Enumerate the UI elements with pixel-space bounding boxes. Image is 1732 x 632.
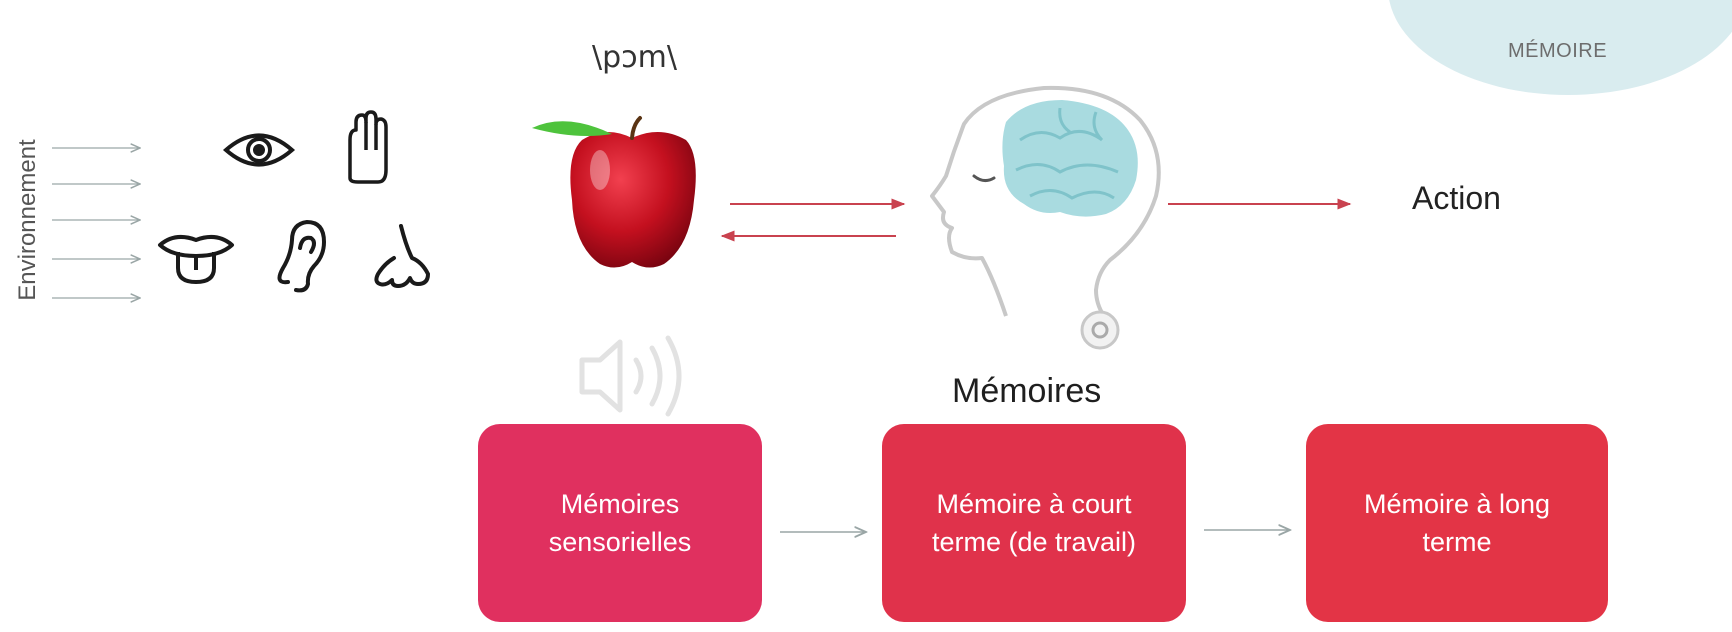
action-label: Action [1412,180,1501,216]
eye-icon [222,133,296,167]
apple-head-arrows [720,198,906,242]
long-term-memory-box: Mémoire à long terme [1306,424,1608,622]
sensory-memory-line2: sensorielles [548,527,692,557]
sensory-memory-line1: Mémoires [560,488,680,519]
memoire-badge-label: MÉMOIRE [1508,40,1608,62]
hand-icon [348,110,388,184]
tongue-icon [158,234,234,284]
short-term-memory-box: Mémoire à court terme (de travail) [882,424,1186,622]
environment-arrows [52,148,140,298]
apple-image [532,116,696,268]
short-term-memory-line2: terme (de travail) [931,527,1137,557]
nose-icon [374,224,430,288]
short-term-memory-line1: Mémoire à court [936,488,1132,519]
head-brain-icon [930,85,1161,350]
speaker-icon [579,335,682,417]
phonetic-transcription: \pɔm\ [592,40,677,75]
box-flow-arrows [780,530,1290,532]
memories-title: Mémoires [952,372,1102,410]
long-term-memory-line1: Mémoire à long [1363,488,1551,519]
ear-icon [277,219,327,293]
long-term-memory-line2: terme [1422,527,1492,557]
sensory-memory-box: Mémoires sensorielles [478,424,762,622]
